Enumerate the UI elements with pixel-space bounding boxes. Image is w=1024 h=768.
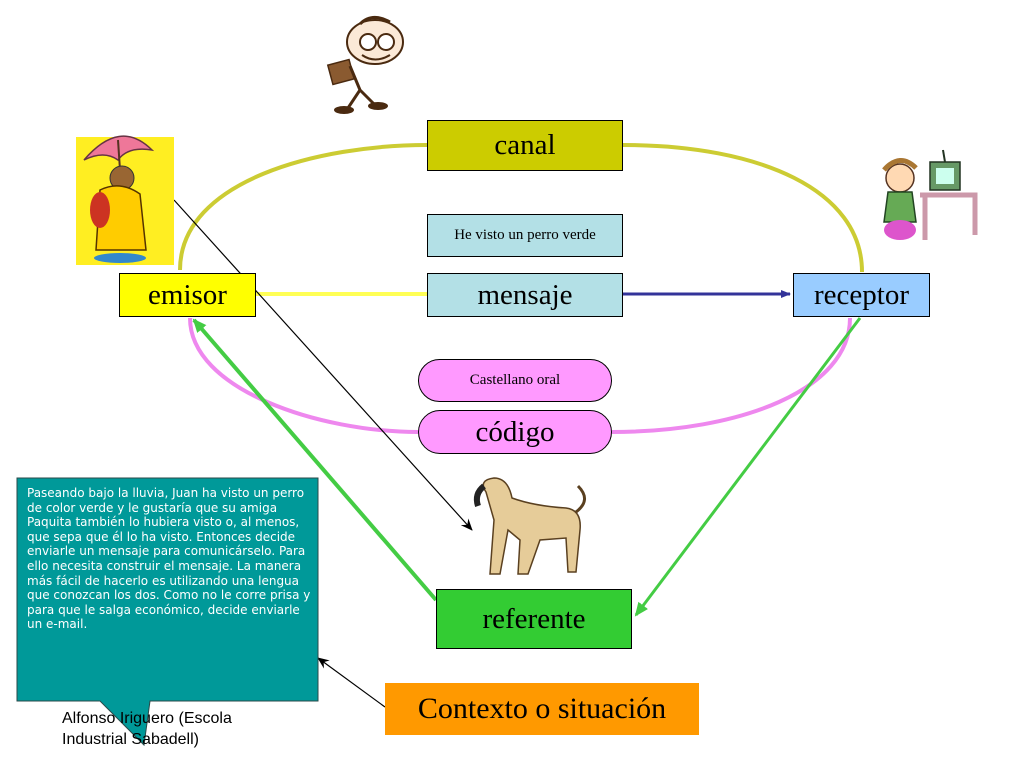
author-credit: Alfonso Iriguero (Escola Industrial Saba… bbox=[62, 710, 232, 748]
referente-box: referente bbox=[436, 589, 632, 649]
emisor-label: emisor bbox=[148, 278, 227, 311]
contexto-label: Contexto o situación bbox=[417, 692, 667, 725]
canal-label: canal bbox=[494, 129, 556, 161]
message-example-label: He visto un perro verde bbox=[454, 227, 596, 243]
message-example-box: He visto un perro verde bbox=[427, 214, 623, 257]
girl-computer-icon bbox=[882, 149, 978, 240]
receptor-box: receptor bbox=[793, 273, 930, 317]
code-example-pill: Castellano oral bbox=[418, 359, 612, 402]
contexto-box: Contexto o situación bbox=[385, 683, 699, 735]
code-example-label: Castellano oral bbox=[469, 372, 561, 388]
referente-label: referente bbox=[482, 602, 586, 635]
emisor-dog-pointer bbox=[173, 199, 473, 531]
mensaje-box: mensaje bbox=[427, 273, 623, 317]
umbrella-person-icon bbox=[76, 135, 174, 265]
callout-shape bbox=[16, 477, 319, 747]
codigo-pill: código bbox=[418, 410, 612, 454]
contexto-callout-pointer bbox=[317, 657, 386, 708]
canal-arc bbox=[178, 143, 864, 273]
receptor-referente-arrow bbox=[634, 317, 862, 617]
canal-box: canal bbox=[427, 120, 623, 171]
dog-icon bbox=[473, 477, 586, 575]
callout-text: Paseando bajo la lluvia, Juan ha visto u… bbox=[27, 486, 311, 632]
codigo-label: código bbox=[475, 415, 555, 448]
mensaje-label: mensaje bbox=[477, 278, 573, 311]
receptor-label: receptor bbox=[814, 278, 909, 311]
emisor-box: emisor bbox=[119, 273, 256, 317]
nerd-runner-icon bbox=[326, 16, 404, 114]
referente-emisor-arrow bbox=[192, 318, 438, 602]
